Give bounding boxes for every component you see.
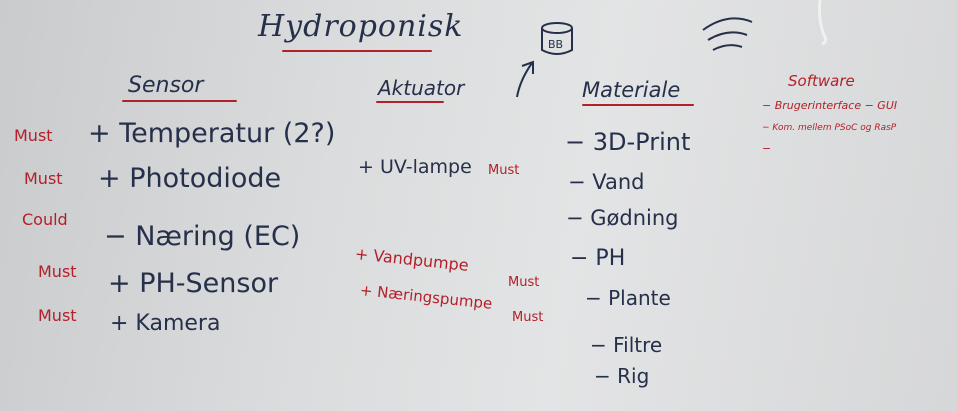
sensor-item: + Photodiode [98, 163, 282, 194]
aktuator-priority: Must [512, 310, 544, 325]
materiale-item: − PH [570, 246, 626, 271]
sensor-priority: Could [22, 210, 68, 229]
software-item: − [762, 142, 772, 155]
materiale-item: − Rig [594, 364, 650, 388]
sensor-item: + PH-Sensor [108, 268, 279, 299]
materiale-item: − Filtre [590, 333, 663, 357]
arrow-icon [516, 60, 534, 98]
materiale-item: − Vand [568, 170, 645, 194]
sensor-header: Sensor [128, 73, 204, 98]
marker-cable [818, 0, 828, 46]
aktuator-priority: Must [488, 163, 520, 178]
materiale-item: − Plante [585, 286, 671, 310]
sensor-priority: Must [38, 306, 77, 325]
materiale-item: − Gødning [566, 206, 679, 230]
sensor-item: + Kamera [110, 311, 221, 336]
aktuator-header: Aktuator [378, 76, 465, 100]
software-item: − Brugerinterface − GUI [762, 99, 898, 112]
wifi-icon [702, 17, 753, 51]
sensor-item: + Temperatur (2?) [88, 118, 336, 149]
title-underline [282, 50, 432, 52]
sensor-priority: Must [24, 169, 63, 188]
sensor-item: − Næring (EC) [104, 221, 301, 252]
aktuator-item: + UV-lampe [358, 156, 472, 178]
sensor-priority: Must [38, 262, 77, 281]
materiale-underline [582, 104, 694, 106]
database-icon [541, 22, 573, 55]
sensor-underline [122, 100, 237, 102]
software-item: − Kom. mellem PSoC og RasP [762, 123, 897, 133]
materiale-header: Materiale [582, 78, 681, 102]
board-title: Hydroponisk [258, 9, 464, 44]
aktuator-priority: Must [508, 275, 540, 290]
sensor-priority: Must [14, 126, 53, 145]
software-header: Software [788, 72, 855, 90]
materiale-item: − 3D-Print [565, 128, 691, 156]
database-label: BB [548, 38, 563, 51]
aktuator-underline [376, 101, 444, 103]
